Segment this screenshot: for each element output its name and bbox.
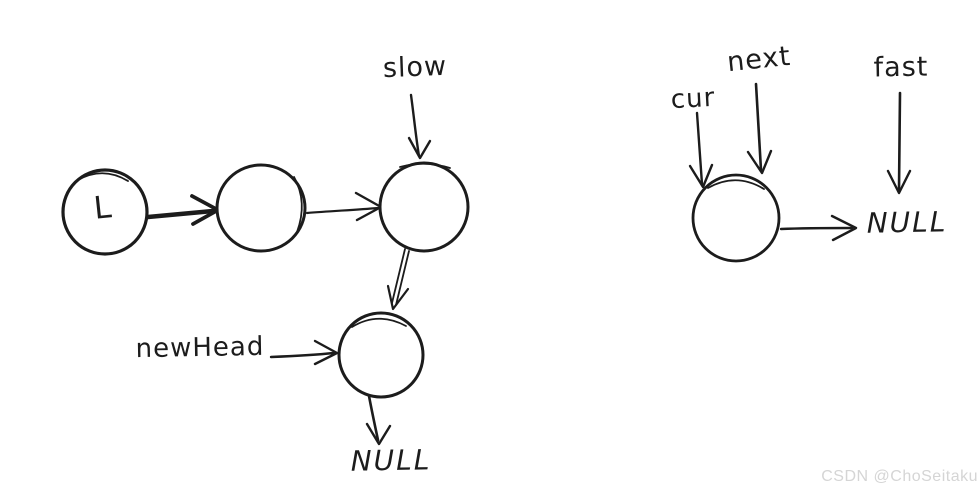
arrow-node2-to-node3	[305, 191, 383, 222]
fast-pointer-label: fast	[873, 51, 929, 84]
null-label-left: NULL	[350, 443, 432, 478]
csdn-watermark: CSDN @ChoSeitaku	[821, 468, 978, 485]
arrow-fast-pointer	[886, 91, 912, 195]
slow-pointer-label: slow	[382, 50, 448, 85]
cur-pointer-label: cur	[670, 82, 716, 116]
node-L-label: L	[92, 189, 114, 227]
arrow-cur-node-to-null	[779, 214, 858, 242]
arrow-node3-to-newhead-node	[386, 248, 410, 311]
arrow-newhead-node-to-null	[365, 394, 392, 446]
arrow-slow-pointer	[407, 93, 432, 160]
node-circle-3	[378, 161, 470, 253]
arrow-cur-pointer	[688, 111, 714, 189]
newhead-pointer-label: newHead	[135, 331, 265, 365]
null-label-right: NULL	[866, 205, 948, 240]
next-pointer-label: next	[725, 40, 793, 79]
node-circle-2	[215, 163, 307, 253]
node-circle-cur	[691, 173, 781, 263]
arrow-newhead-pointer	[269, 339, 339, 366]
arrow-L-to-node2	[145, 194, 220, 226]
node-circle-L	[61, 168, 149, 256]
node-circle-newhead	[337, 311, 425, 399]
arrow-next-pointer	[746, 82, 773, 175]
